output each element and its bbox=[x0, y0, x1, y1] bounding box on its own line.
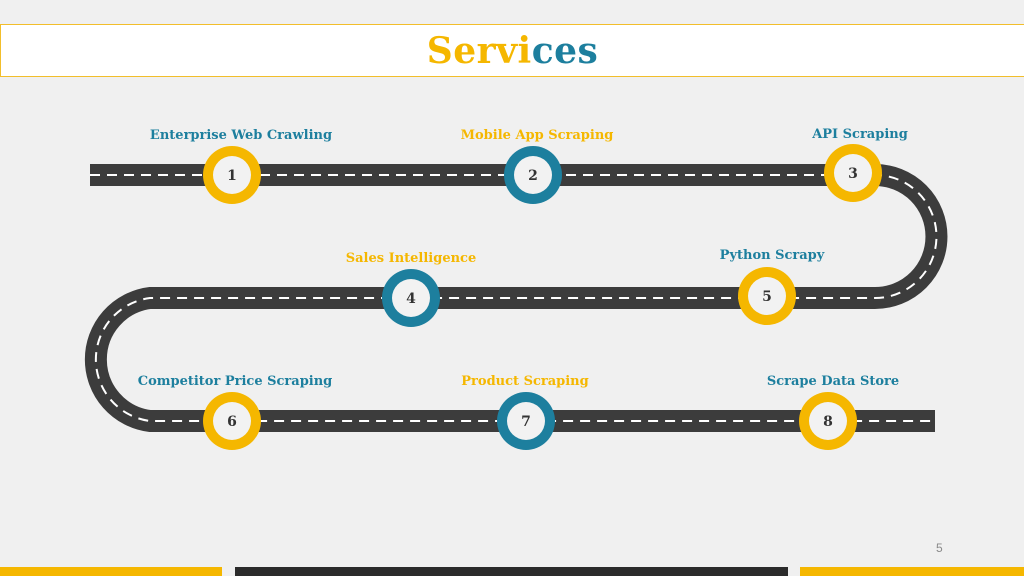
step-inner-circle bbox=[809, 402, 847, 440]
page-title: Services bbox=[1, 25, 1024, 78]
step-label-7: Product Scraping bbox=[461, 374, 589, 389]
title-bar: Services bbox=[0, 24, 1024, 77]
step-marker-7: 7 bbox=[497, 392, 555, 450]
step-number: 7 bbox=[521, 414, 531, 430]
step-number: 3 bbox=[848, 166, 858, 182]
step-number: 6 bbox=[227, 414, 237, 430]
step-number: 2 bbox=[528, 168, 538, 184]
step-label-8: Scrape Data Store bbox=[766, 374, 900, 389]
title-part-b: ces bbox=[531, 30, 599, 72]
step-label-3: API Scraping bbox=[812, 127, 908, 142]
step-number: 5 bbox=[762, 289, 772, 305]
step-inner-circle bbox=[392, 279, 430, 317]
step-marker-1: 1 bbox=[203, 146, 261, 204]
step-label-5: Python Scrapy bbox=[719, 248, 825, 263]
road-center-line bbox=[90, 174, 938, 422]
step-number: 8 bbox=[823, 414, 833, 430]
step-label-4: Sales Intelligence bbox=[345, 251, 477, 266]
step-marker-4: 4 bbox=[382, 269, 440, 327]
step-inner-circle bbox=[514, 156, 552, 194]
step-inner-circle bbox=[834, 154, 872, 192]
page-number: 5 bbox=[936, 541, 943, 555]
step-number: 1 bbox=[227, 168, 237, 184]
footer-bar-middle bbox=[235, 567, 788, 576]
step-marker-6: 6 bbox=[203, 392, 261, 450]
footer-bar-left bbox=[0, 567, 222, 576]
step-inner-circle bbox=[213, 156, 251, 194]
step-number: 4 bbox=[406, 291, 416, 307]
step-marker-3: 3 bbox=[824, 144, 882, 202]
step-inner-circle bbox=[213, 402, 251, 440]
step-marker-2: 2 bbox=[504, 146, 562, 204]
step-marker-8: 8 bbox=[799, 392, 857, 450]
step-inner-circle bbox=[748, 277, 786, 315]
step-inner-circle bbox=[507, 402, 545, 440]
title-part-a: Servi bbox=[426, 30, 532, 72]
footer-bar-right bbox=[800, 567, 1024, 576]
step-label-1: Enterprise Web Crawling bbox=[149, 128, 333, 143]
step-markers: 1 2 3 4 5 6 7 8 bbox=[203, 144, 882, 450]
step-label-6: Competitor Price Scraping bbox=[137, 374, 333, 389]
step-marker-5: 5 bbox=[738, 267, 796, 325]
step-label-2: Mobile App Scraping bbox=[460, 128, 614, 143]
